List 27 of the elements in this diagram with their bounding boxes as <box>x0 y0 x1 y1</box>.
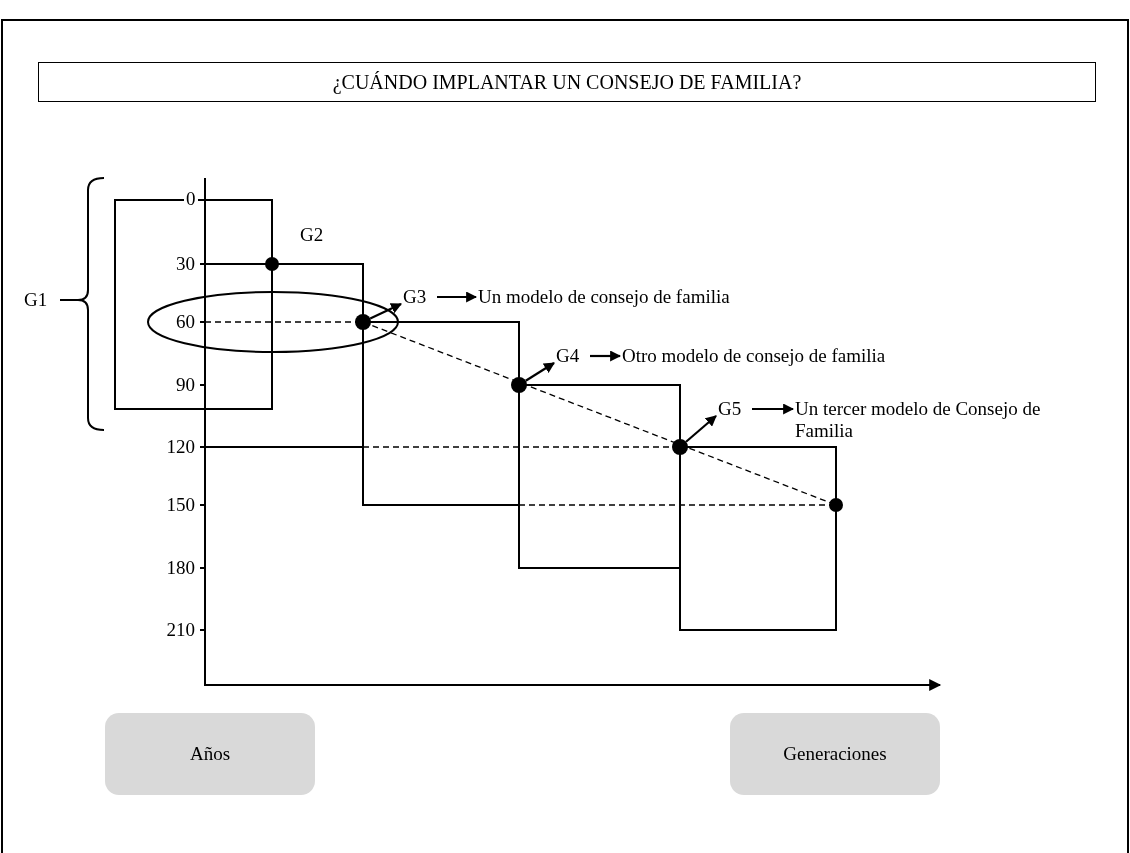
dot <box>511 377 527 393</box>
generation-label: G4 <box>556 345 588 367</box>
model-label: Un modelo de consejo de familia <box>478 286 798 308</box>
tick-label: 120 <box>165 436 195 458</box>
arrow <box>525 362 555 382</box>
model-label: Un tercer modelo de Consejo de Familia <box>795 398 1095 442</box>
arrow <box>369 303 402 320</box>
generation-label: G5 <box>718 398 750 420</box>
tick-label: 210 <box>165 619 195 641</box>
tick-label: 60 <box>175 311 195 333</box>
label-box: Generaciones <box>730 713 940 795</box>
arrow <box>752 403 795 415</box>
tick-label: 180 <box>165 557 195 579</box>
model-label: Otro modelo de consejo de familia <box>622 345 962 367</box>
tick-label: 90 <box>175 374 195 396</box>
generation-label: G3 <box>403 286 435 308</box>
dot <box>355 314 371 330</box>
tick-label: 30 <box>175 253 195 275</box>
group-label: G1 <box>24 289 49 311</box>
title-box: ¿CUÁNDO IMPLANTAR UN CONSEJO DE FAMILIA? <box>38 62 1096 102</box>
group-label: G2 <box>300 224 325 246</box>
label-box: Años <box>105 713 315 795</box>
arrow <box>437 291 478 303</box>
arrow <box>590 350 622 362</box>
arrow <box>685 415 717 443</box>
tick-label: 150 <box>165 494 195 516</box>
dot <box>672 439 688 455</box>
